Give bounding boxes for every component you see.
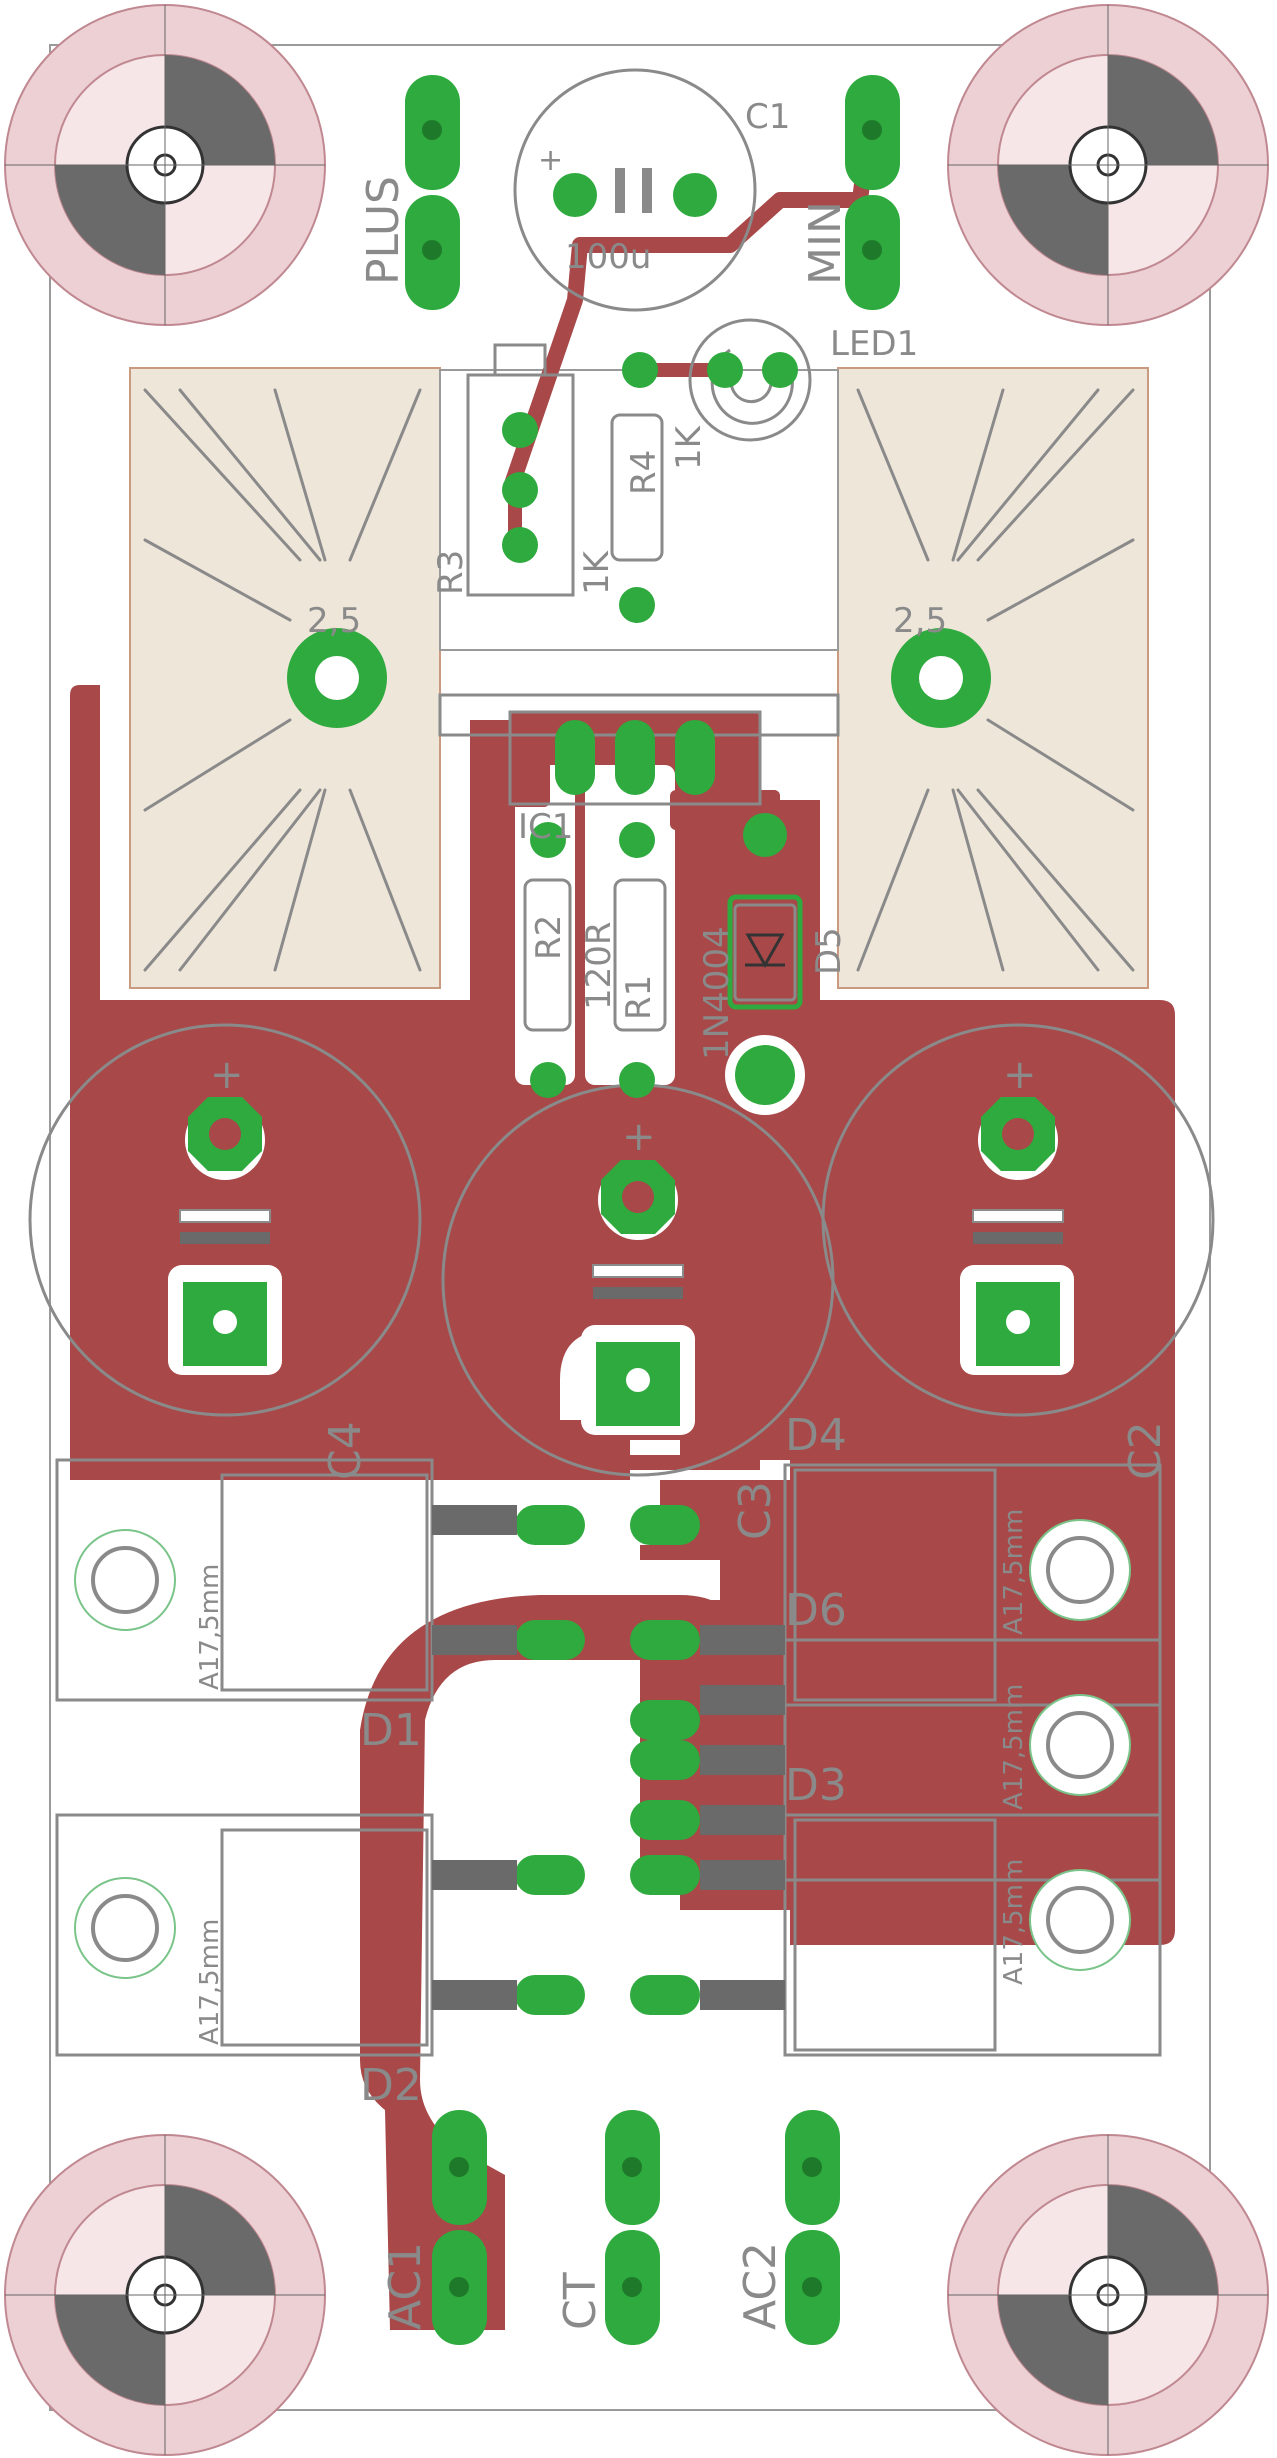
diode-a1-label: A17,5mm xyxy=(195,1564,225,1690)
ct-label: CT xyxy=(555,2272,606,2330)
c1-glyph xyxy=(615,168,652,213)
mounting-hole-top-left xyxy=(4,4,326,326)
r1-label: R1 xyxy=(619,975,659,1020)
cap-plus-right: + xyxy=(1003,1052,1037,1098)
c1-value: 100u xyxy=(565,237,651,277)
ic1-label: IC1 xyxy=(518,807,573,847)
d6-label: D6 xyxy=(785,1585,847,1636)
cap-plus-left: + xyxy=(210,1052,244,1098)
r4-label: R4 xyxy=(624,450,664,495)
mounting-hole-bottom-right xyxy=(947,2134,1269,2456)
led1-label: LED1 xyxy=(830,324,918,364)
ac1-label: AC1 xyxy=(380,2242,431,2330)
diode-a5-label: A17,5mm xyxy=(999,1859,1029,1985)
c4-label: C4 xyxy=(320,1421,371,1480)
diode-a3-label: A17,5mm xyxy=(999,1509,1029,1635)
ac2-label: AC2 xyxy=(735,2242,786,2330)
heatsink-right xyxy=(837,367,1149,989)
diode-holes xyxy=(74,1519,1131,1979)
diode-a4-label: A17,5mm xyxy=(999,1684,1029,1810)
c1-plus: + xyxy=(538,143,563,178)
d5-diode-glyph xyxy=(745,933,785,969)
r3-label: R3 xyxy=(431,550,471,595)
d1-label: D1 xyxy=(360,1705,422,1756)
r2-value: 120R xyxy=(579,921,619,1010)
c3-label: C3 xyxy=(730,1481,781,1540)
minus-label: MIN xyxy=(800,201,851,285)
r3-value: 1K xyxy=(577,549,617,595)
plus-label: PLUS xyxy=(358,176,409,285)
diode-leads xyxy=(432,1505,785,2010)
pad-holes xyxy=(422,120,882,2297)
d4-label: D4 xyxy=(785,1410,847,1461)
d5-value: 1N4004 xyxy=(697,926,737,1060)
d2-label: D2 xyxy=(360,2060,422,2111)
cap-pads xyxy=(183,1097,1060,1426)
mounting-hole-bottom-left xyxy=(4,2134,326,2456)
d3-label: D3 xyxy=(785,1760,847,1811)
silkscreen xyxy=(28,68,1215,2057)
r2-label: R2 xyxy=(529,915,569,960)
diode-a2-label: A17,5mm xyxy=(195,1919,225,2045)
c1-label: C1 xyxy=(745,97,790,137)
mounting-hole-top-right xyxy=(947,4,1269,326)
r4-value: 1K xyxy=(669,424,709,470)
cap-polarity-bars xyxy=(179,1209,1064,1299)
c2-label: C2 xyxy=(1120,1421,1171,1480)
heatsink-left xyxy=(129,367,441,989)
hs-right-label: 2,5 xyxy=(893,601,947,641)
cap-plus-mid: + xyxy=(622,1114,656,1160)
d5-label: D5 xyxy=(809,927,849,975)
hs-left-label: 2,5 xyxy=(307,601,361,641)
copper-pour-main xyxy=(70,685,1175,1945)
